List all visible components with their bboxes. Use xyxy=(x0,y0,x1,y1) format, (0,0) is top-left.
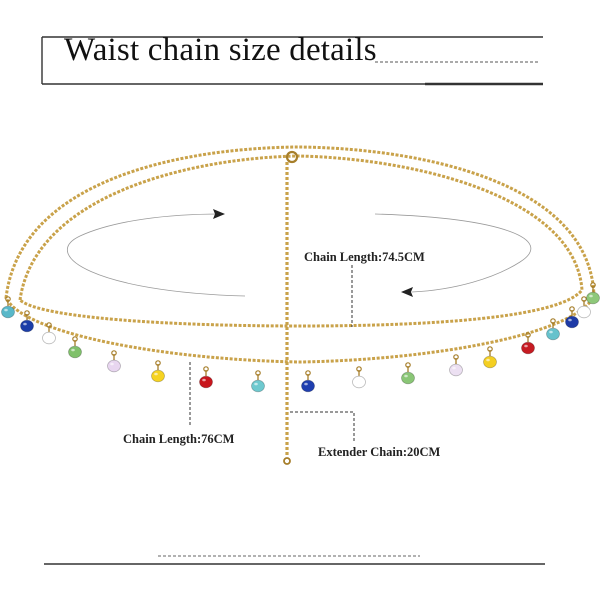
bead-jump-ring xyxy=(487,346,493,352)
bead-charms xyxy=(1,282,600,393)
bead-jump-ring xyxy=(590,282,596,288)
inner-chain xyxy=(18,154,584,328)
bead xyxy=(401,371,415,385)
bead-jump-ring xyxy=(203,366,209,372)
bead-highlight xyxy=(254,382,258,386)
bead-jump-ring xyxy=(111,350,117,356)
bead-highlight xyxy=(45,334,49,338)
bead-jump-ring xyxy=(255,370,261,376)
bead-jump-ring xyxy=(46,322,52,328)
bead-highlight xyxy=(404,374,408,378)
bead-highlight xyxy=(580,308,584,312)
bead-highlight xyxy=(304,382,308,386)
lobster-clasp xyxy=(285,150,299,164)
bead xyxy=(1,305,15,319)
bead xyxy=(68,345,82,359)
bead-jump-ring xyxy=(356,366,362,372)
extender-chain xyxy=(283,162,291,465)
bead-jump-ring xyxy=(405,362,411,368)
bead xyxy=(352,375,366,389)
bead-highlight xyxy=(23,322,27,326)
bead-highlight xyxy=(452,366,456,370)
bead-highlight xyxy=(486,358,490,362)
bead-highlight xyxy=(154,372,158,376)
bead-jump-ring xyxy=(550,318,556,324)
bead-jump-ring xyxy=(72,336,78,342)
bead xyxy=(199,375,213,389)
bead xyxy=(586,291,600,305)
bead-jump-ring xyxy=(525,332,531,338)
bead xyxy=(449,363,463,377)
bead-highlight xyxy=(589,294,593,298)
bead xyxy=(301,379,315,393)
bead-highlight xyxy=(202,378,206,382)
rotation-curve-left xyxy=(67,213,246,297)
bead xyxy=(251,379,265,393)
bead xyxy=(546,327,560,341)
bead xyxy=(577,305,591,319)
bead-jump-ring xyxy=(24,310,30,316)
inner-chain-length-label: Chain Length:74.5CM xyxy=(304,250,425,264)
bead-highlight xyxy=(568,318,572,322)
callout-extender xyxy=(290,411,355,441)
bead-highlight xyxy=(110,362,114,366)
rotation-arrows xyxy=(67,209,532,297)
bead-highlight xyxy=(4,308,8,312)
bead-jump-ring xyxy=(569,306,575,312)
extender-chain-length-label: Extender Chain:20CM xyxy=(318,445,441,459)
clasp xyxy=(285,150,299,164)
bead xyxy=(521,341,535,355)
bead xyxy=(483,355,497,369)
bead xyxy=(20,319,34,333)
page-title: Waist chain size details xyxy=(64,32,377,68)
bead xyxy=(107,359,121,373)
bead xyxy=(151,369,165,383)
callouts xyxy=(189,265,355,441)
bead-jump-ring xyxy=(155,360,161,366)
bead-highlight xyxy=(355,378,359,382)
bead xyxy=(565,315,579,329)
outer-chain xyxy=(4,145,596,364)
bead-highlight xyxy=(549,330,553,334)
arrow-right-icon xyxy=(213,209,225,219)
rotation-curve-right xyxy=(374,213,532,293)
bead-jump-ring xyxy=(305,370,311,376)
arrow-left-icon xyxy=(401,287,413,297)
extender-end-ring xyxy=(283,457,291,465)
bead xyxy=(42,331,56,345)
bead-jump-ring xyxy=(5,296,11,302)
title-frame xyxy=(41,36,543,86)
outer-chain-length-label: Chain Length:76CM xyxy=(123,432,235,446)
bead-jump-ring xyxy=(581,296,587,302)
bead-jump-ring xyxy=(453,354,459,360)
bead-highlight xyxy=(524,344,528,348)
bead-highlight xyxy=(71,348,75,352)
footer-rule xyxy=(44,555,545,565)
